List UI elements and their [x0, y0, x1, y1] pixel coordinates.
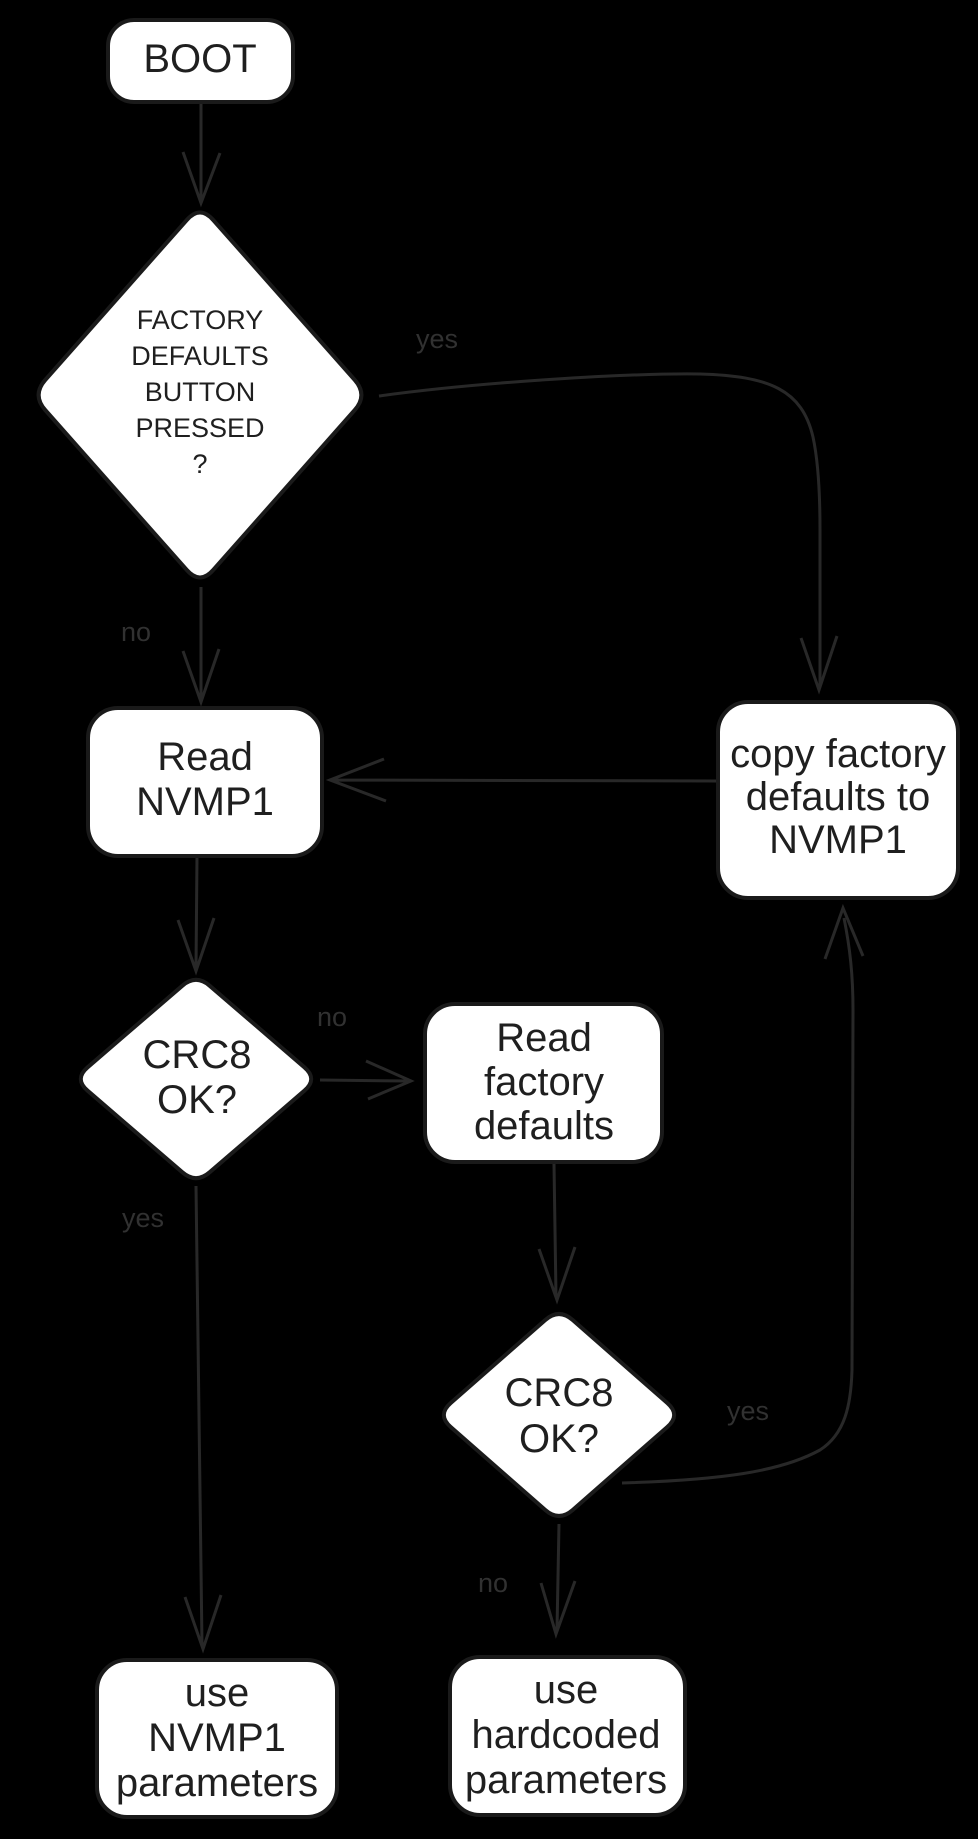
use-hardcoded-parameters-line-2: hardcoded: [471, 1713, 660, 1757]
edge-crc8-check-1-no-to-read-factory-defaults: [319, 1059, 415, 1101]
node-copy-factory-defaults: copy factory defaults to NVMP1: [716, 700, 960, 900]
read-factory-defaults-line-3: defaults: [474, 1104, 614, 1148]
factory-defaults-diamond: [36, 210, 364, 580]
copy-factory-defaults-line-2: defaults to: [746, 775, 931, 819]
node-boot: BOOT: [106, 18, 295, 104]
edges-layer: [176, 97, 865, 1654]
node-use-nvmp1-parameters: use NVMP1 parameters: [95, 1658, 339, 1819]
node-factory-defaults-check: FACTORY DEFAULTS BUTTON PRESSED ?: [36, 210, 364, 580]
read-nvmp1-box: [86, 706, 324, 858]
copy-factory-defaults-line-3: NVMP1: [769, 818, 907, 862]
edge-label-factory-yes: yes: [416, 324, 458, 354]
edge-label-crc8-2-no: no: [478, 1568, 508, 1598]
factory-defaults-line-2: DEFAULTS: [131, 341, 269, 371]
use-hardcoded-parameters-line-3: parameters: [465, 1758, 667, 1802]
node-crc8-check-2: CRC8 OK?: [441, 1312, 677, 1518]
edge-factory-check-yes-to-copy-defaults: [378, 372, 839, 695]
edge-crc8-check-2-yes-to-copy-defaults: [621, 903, 865, 1485]
read-factory-defaults-line-1: Read: [496, 1016, 592, 1060]
edge-label-crc8-1-yes: yes: [122, 1203, 164, 1233]
use-nvmp1-parameters-line-3: parameters: [116, 1761, 318, 1805]
read-factory-defaults-line-2: factory: [484, 1060, 604, 1104]
crc8-check-1-diamond: [78, 977, 314, 1181]
edge-label-factory-no: no: [121, 617, 151, 647]
crc8-check-2-line-2: OK?: [519, 1417, 599, 1461]
crc8-check-2-diamond: [441, 1312, 677, 1518]
read-nvmp1-line-1: Read: [157, 735, 253, 779]
read-factory-defaults-box: [423, 1002, 664, 1164]
use-hardcoded-parameters-box: [448, 1655, 687, 1817]
crc8-check-2-line-1: CRC8: [505, 1371, 614, 1415]
edge-boot-to-factory-check: [181, 97, 222, 208]
copy-factory-defaults-box: [716, 700, 960, 900]
crc8-check-1-line-1: CRC8: [143, 1033, 252, 1077]
boot-box: [106, 18, 295, 104]
edge-crc8-check-1-yes-to-use-nvmp1-parameters: [183, 1185, 223, 1654]
factory-defaults-line-4: PRESSED: [135, 413, 264, 443]
use-nvmp1-parameters-box: [95, 1658, 339, 1819]
node-use-hardcoded-parameters: use hardcoded parameters: [448, 1655, 687, 1817]
factory-defaults-line-1: FACTORY: [137, 305, 264, 335]
copy-factory-defaults-line-1: copy factory: [730, 732, 946, 776]
node-crc8-check-1: CRC8 OK?: [78, 977, 314, 1181]
use-nvmp1-parameters-line-1: use: [185, 1671, 250, 1715]
edge-label-crc8-2-yes: yes: [727, 1396, 769, 1426]
edge-read-nvmp1-to-crc8-check-1: [176, 856, 216, 976]
edge-label-crc8-1-no: no: [317, 1002, 347, 1032]
edge-read-factory-defaults-to-crc8-check-2: [537, 1163, 577, 1305]
factory-defaults-line-5: ?: [192, 449, 207, 479]
edge-factory-check-no-to-read-nvmp1: [181, 587, 221, 707]
crc8-check-1-line-2: OK?: [157, 1078, 237, 1122]
read-nvmp1-line-2: NVMP1: [136, 780, 274, 824]
node-read-factory-defaults: Read factory defaults: [423, 1002, 664, 1164]
use-hardcoded-parameters-line-1: use: [534, 1668, 599, 1712]
edge-copy-defaults-to-read-nvmp1: [325, 757, 719, 803]
boot-label: BOOT: [143, 37, 256, 81]
factory-defaults-line-3: BUTTON: [145, 377, 256, 407]
node-read-nvmp1: Read NVMP1: [86, 706, 324, 858]
edge-crc8-check-2-no-to-use-hardcoded-parameters: [539, 1523, 577, 1639]
use-nvmp1-parameters-line-2: NVMP1: [148, 1716, 286, 1760]
